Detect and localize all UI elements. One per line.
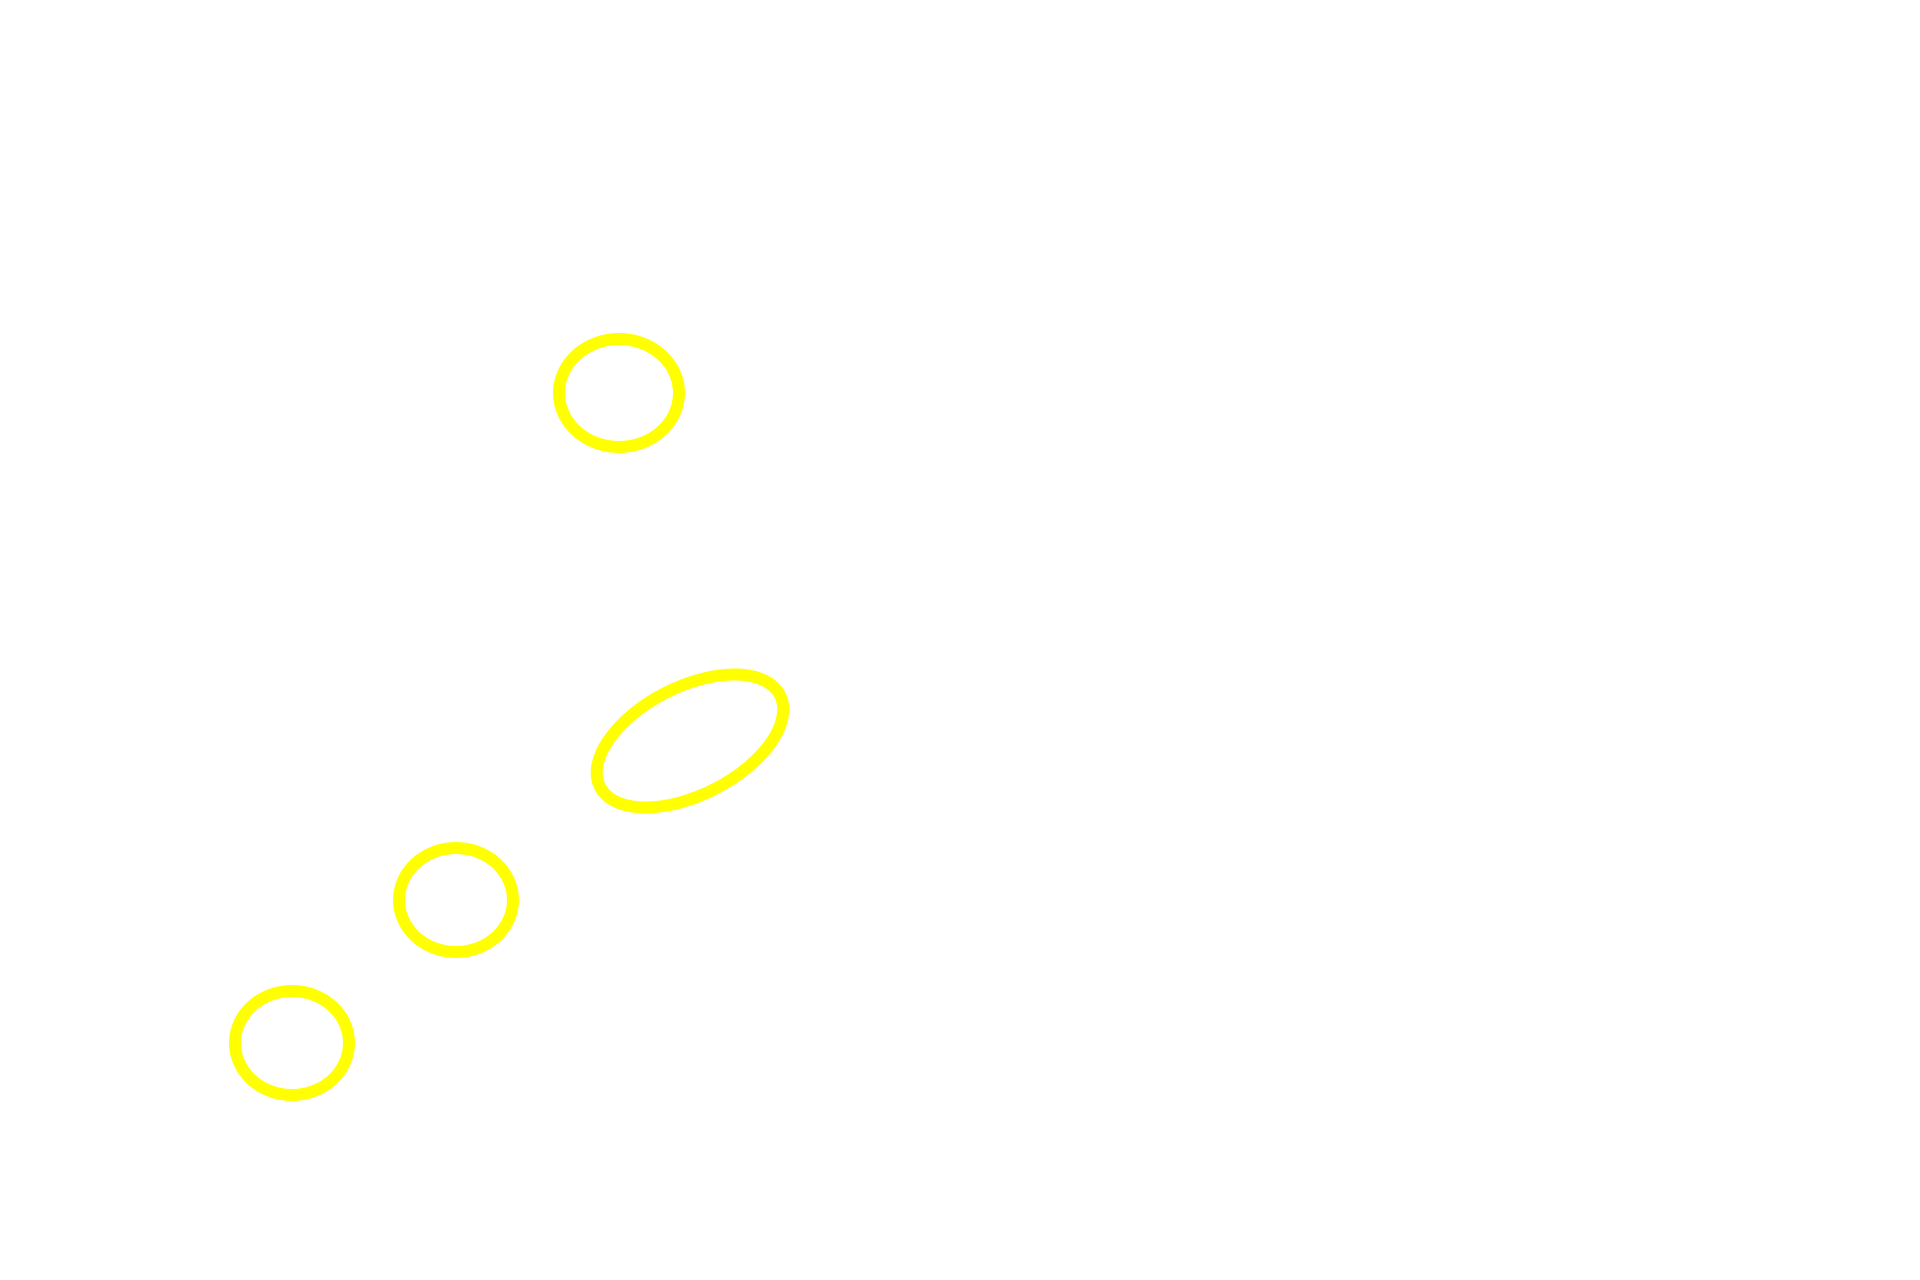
- highlight-ellipse-3: [393, 842, 519, 958]
- highlight-ellipse-4: [229, 985, 355, 1101]
- highlight-ellipse-1: [553, 333, 685, 453]
- highlight-ellipse-2: [590, 668, 790, 814]
